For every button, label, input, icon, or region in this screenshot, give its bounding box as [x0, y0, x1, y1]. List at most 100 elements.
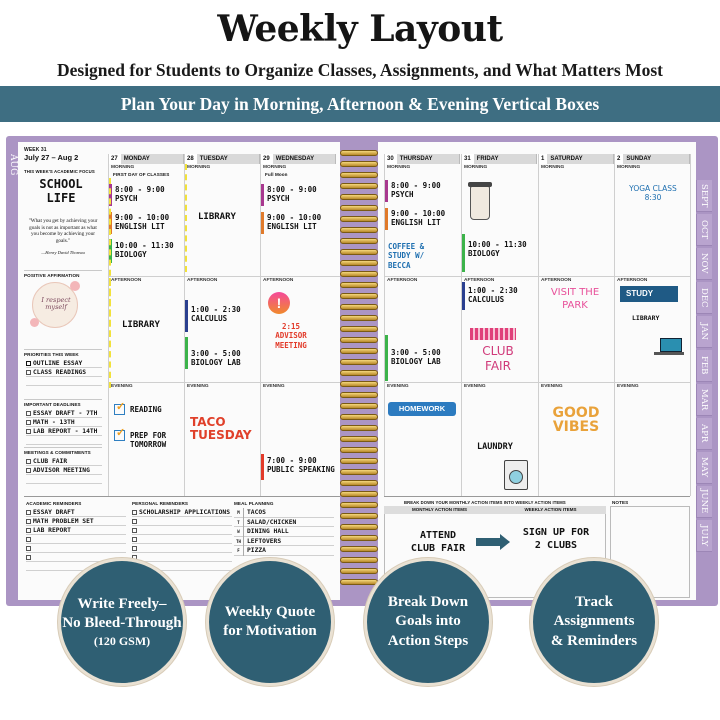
feature-text: Weekly Quote: [224, 603, 316, 620]
page-subtitle: Designed for Students to Organize Classe…: [56, 60, 664, 80]
spiral-ring: [340, 425, 378, 431]
meeting-item[interactable]: ADVISOR MEETING: [26, 466, 102, 475]
tab-nov[interactable]: NOV: [696, 248, 712, 280]
spiral-ring: [340, 150, 378, 156]
spiral-ring: [340, 392, 378, 398]
feature-circle: Write Freely–No Bleed-Through(120 GSM): [58, 558, 186, 686]
tab-sept[interactable]: SEPT: [696, 180, 712, 212]
checkbox[interactable]: [132, 509, 137, 515]
academic-label: ACADEMIC REMINDERS: [26, 501, 82, 506]
day-name: SATURDAY: [550, 156, 583, 162]
spiral-ring: [340, 293, 378, 299]
academic-reminder[interactable]: LAB REPORT: [26, 526, 126, 535]
checkbox[interactable]: [132, 545, 137, 551]
tab-aug[interactable]: AUG: [6, 148, 20, 182]
spiral-ring: [340, 282, 378, 288]
tab-feb[interactable]: FEB: [696, 350, 712, 382]
priority-item-text: OUTLINE ESSAY: [33, 360, 83, 367]
priority-item[interactable]: OUTLINE ESSAY: [26, 359, 102, 368]
tab-july[interactable]: JULY: [696, 520, 712, 552]
day-name: MONDAY: [123, 156, 150, 162]
tab-may[interactable]: MAY: [696, 452, 712, 484]
laptop-base-icon: [654, 352, 684, 355]
academic-reminder[interactable]: [26, 544, 126, 553]
section-label-afternoon: AFTERNOON: [464, 278, 495, 283]
notes-label: NOTES: [612, 500, 629, 505]
spiral-ring: [340, 502, 378, 508]
checkbox[interactable]: [26, 360, 31, 366]
academic-reminder[interactable]: MATH PROBLEM SET: [26, 517, 126, 526]
checkbox[interactable]: [26, 458, 31, 464]
personal-reminder[interactable]: [132, 553, 232, 562]
monday-reading: READING: [130, 405, 162, 414]
academic-reminder-empty[interactable]: [26, 562, 126, 571]
checkbox[interactable]: [132, 536, 137, 542]
academic-reminder[interactable]: [26, 535, 126, 544]
tab-june[interactable]: JUNE: [696, 486, 712, 518]
section-label-afternoon: AFTERNOON: [263, 278, 294, 283]
meeting-item-empty[interactable]: [26, 475, 102, 484]
checkbox[interactable]: [132, 518, 137, 524]
spiral-ring: [340, 524, 378, 530]
friday-laundry: LAUNDRY: [477, 442, 513, 452]
meeting-item[interactable]: CLUB FAIR: [26, 457, 102, 466]
checkmark-icon: ✓: [116, 401, 126, 413]
breakdown-label: BREAK DOWN YOUR MONTHLY ACTION ITEMS INT…: [404, 500, 566, 505]
checkbox[interactable]: [26, 369, 31, 375]
personal-reminder[interactable]: [132, 535, 232, 544]
checkbox[interactable]: [26, 518, 31, 524]
day-name: WEDNESDAY: [275, 156, 315, 162]
tab-oct[interactable]: OCT: [696, 214, 712, 246]
deadline-item-empty[interactable]: [26, 436, 102, 445]
section-label-evening: EVENING: [541, 384, 563, 389]
spiral-ring: [340, 381, 378, 387]
spiral-ring: [340, 579, 378, 585]
personal-reminder[interactable]: [132, 526, 232, 535]
priority-item-empty[interactable]: [26, 377, 102, 386]
checkbox[interactable]: [26, 554, 31, 560]
spiral-ring: [340, 557, 378, 563]
checkbox[interactable]: [26, 467, 31, 473]
checkbox[interactable]: [26, 428, 31, 434]
checkbox[interactable]: [26, 545, 31, 551]
personal-reminder[interactable]: [132, 517, 232, 526]
academic-reminder[interactable]: [26, 553, 126, 562]
academic-reminder[interactable]: ESSAY DRAFT: [26, 508, 126, 517]
checkbox[interactable]: [26, 536, 31, 542]
personal-reminder[interactable]: [132, 544, 232, 553]
deadline-item[interactable]: ESSAY DRAFT - 7TH: [26, 409, 102, 418]
priority-item[interactable]: CLASS READINGS: [26, 368, 102, 377]
tab-jan[interactable]: JAN: [696, 316, 712, 348]
deadline-item-text: ESSAY DRAFT - 7TH: [33, 410, 98, 417]
tab-mar[interactable]: MAR: [696, 384, 712, 416]
checkbox[interactable]: [26, 527, 31, 533]
tab-apr[interactable]: APR: [696, 418, 712, 450]
weekly-label: WEEKLY ACTION ITEMS: [495, 506, 606, 514]
feature-text: Assignments: [553, 613, 635, 630]
section-label-morning: MORNING: [617, 165, 641, 170]
focus-label: THIS WEEK'S ACADEMIC FOCUS: [24, 169, 95, 174]
personal-reminder-empty[interactable]: [132, 562, 232, 571]
checkbox[interactable]: [132, 527, 137, 533]
checkbox[interactable]: [26, 410, 31, 416]
spiral-ring: [340, 227, 378, 233]
personal-reminder[interactable]: SCHOLARSHIP APPLICATIONS: [132, 508, 232, 517]
wednesday-note: Full Moon: [265, 172, 288, 177]
tab-dec[interactable]: DEC: [696, 282, 712, 314]
checkbox-icon: [114, 430, 125, 441]
deadline-item[interactable]: LAB REPORT - 14TH: [26, 427, 102, 436]
meal-day: M: [234, 508, 244, 518]
deadline-item[interactable]: MATH - 13TH: [26, 418, 102, 427]
checkbox[interactable]: [26, 509, 31, 515]
study-flag: STUDY: [620, 286, 678, 302]
checkbox[interactable]: [26, 419, 31, 425]
